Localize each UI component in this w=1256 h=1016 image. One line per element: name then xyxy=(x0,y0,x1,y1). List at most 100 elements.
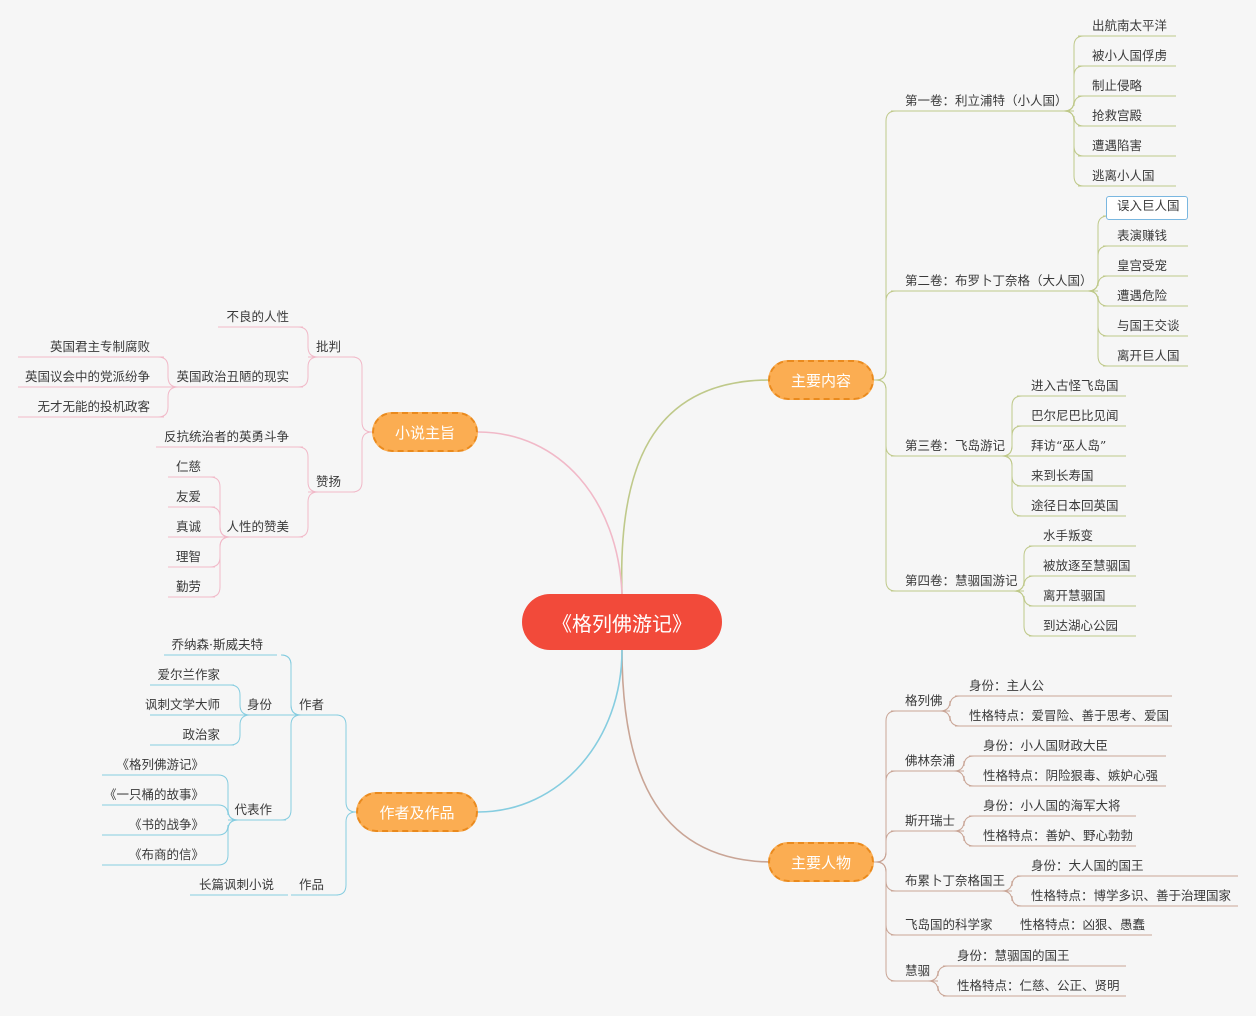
branch-curve xyxy=(872,861,897,892)
volume-2-item[interactable]: 与国王交谈 xyxy=(1117,318,1180,333)
branch-curve xyxy=(209,536,231,598)
volume-1-item[interactable]: 抢救宫殿 xyxy=(1092,108,1143,123)
character-detail[interactable]: 身份：小人国的海军大将 xyxy=(983,798,1121,813)
author-label[interactable]: 作者 xyxy=(298,697,324,712)
character-detail[interactable]: 性格特点：阴险狠毒、嫉妒心强 xyxy=(983,768,1159,783)
theme-item[interactable]: 友爱 xyxy=(175,489,201,504)
branch-curve xyxy=(1013,590,1035,637)
volume-4-item[interactable]: 离开慧骃国 xyxy=(1043,588,1106,603)
branch-novel-theme[interactable]: 小说主旨 xyxy=(372,412,478,452)
character-detail[interactable]: 身份：主人公 xyxy=(969,678,1045,693)
volume-2-item[interactable]: 误入巨人国 xyxy=(1117,198,1180,213)
volume-2-item[interactable]: 皇宫受宠 xyxy=(1117,258,1168,273)
theme-subtopic[interactable]: 人性的赞美 xyxy=(226,519,289,534)
branch-curve xyxy=(297,491,319,538)
branch-curve xyxy=(351,356,374,433)
volume-4-item[interactable]: 水手叛变 xyxy=(1043,528,1094,543)
branch-curve xyxy=(335,714,358,813)
author-name[interactable]: 乔纳森·斯威夫特 xyxy=(171,637,263,652)
curve-theme xyxy=(477,431,623,595)
curve-characters xyxy=(621,649,771,863)
branch-curve xyxy=(872,861,897,982)
root-topic[interactable]: 《格列佛游记》 xyxy=(522,594,722,650)
theme-item[interactable]: 英国议会中的党派纷争 xyxy=(24,369,150,384)
branch-author-works[interactable]: 作者及作品 xyxy=(356,792,478,832)
works-item[interactable]: 长篇讽刺小说 xyxy=(198,877,274,892)
volume-3-item[interactable]: 进入古怪飞岛国 xyxy=(1031,378,1119,393)
identity-item[interactable]: 讽刺文学大师 xyxy=(144,697,220,712)
representative-work[interactable]: 《一只桶的故事》 xyxy=(103,787,204,802)
volume-1-item[interactable]: 制止侵略 xyxy=(1092,78,1143,93)
volume-3-label[interactable]: 第三卷：飞岛游记 xyxy=(905,438,1006,453)
branch-curve xyxy=(953,770,975,787)
identity-item[interactable]: 爱尔兰作家 xyxy=(157,667,220,682)
curve-content xyxy=(620,379,771,595)
works-label[interactable]: 作品 xyxy=(298,877,324,892)
character-name[interactable]: 格列佛 xyxy=(905,693,943,708)
character-name[interactable]: 佛林奈浦 xyxy=(905,753,956,768)
character-detail[interactable]: 身份：小人国财政大臣 xyxy=(983,738,1109,753)
volume-2-item[interactable]: 遭遇危险 xyxy=(1117,288,1168,303)
branch-curve xyxy=(872,110,897,381)
branch-curve xyxy=(1001,455,1023,517)
theme-item[interactable]: 勤劳 xyxy=(175,579,201,594)
theme-item[interactable]: 无才无能的投机政客 xyxy=(37,399,150,414)
branch-curve xyxy=(280,714,302,821)
character-name[interactable]: 飞岛国的科学家 xyxy=(905,917,993,932)
volume-4-item[interactable]: 被放逐至慧骃国 xyxy=(1043,558,1131,573)
volume-1-item[interactable]: 被小人国俘虏 xyxy=(1092,48,1168,63)
character-detail[interactable]: 性格特点：善妒、野心勃勃 xyxy=(983,828,1134,843)
volume-2-label[interactable]: 第二卷：布罗卜丁奈格（大人国） xyxy=(905,273,1093,288)
branch-curve xyxy=(157,386,179,418)
volume-3-item[interactable]: 来到长寿国 xyxy=(1031,468,1094,483)
theme-item[interactable]: 真诚 xyxy=(175,519,201,534)
volume-4-label[interactable]: 第四卷：慧骃国游记 xyxy=(905,573,1018,588)
branch-curve xyxy=(872,379,897,457)
volume-3-item[interactable]: 途径日本回英国 xyxy=(1031,498,1119,513)
character-detail[interactable]: 身份：慧骃国的国王 xyxy=(957,948,1070,963)
volume-1-item[interactable]: 出航南太平洋 xyxy=(1092,18,1168,33)
theme-item[interactable]: 理智 xyxy=(175,549,201,564)
branch-curve xyxy=(927,965,949,982)
theme-praise-label[interactable]: 赞扬 xyxy=(315,474,341,489)
theme-criticize-label[interactable]: 批判 xyxy=(315,339,341,354)
branch-curve xyxy=(953,830,975,847)
branch-curve xyxy=(297,356,319,388)
representative-work[interactable]: 《布商的信》 xyxy=(128,847,204,862)
representative-work[interactable]: 《书的战争》 xyxy=(128,817,204,832)
volume-1-label[interactable]: 第一卷：利立浦特（小人国） xyxy=(905,93,1068,108)
branch-main-characters[interactable]: 主要人物 xyxy=(768,842,874,882)
theme-item[interactable]: 仁慈 xyxy=(175,459,201,474)
character-detail[interactable]: 身份：大人国的国王 xyxy=(1031,858,1144,873)
theme-subtopic[interactable]: 英国政治丑陋的现实 xyxy=(176,369,289,384)
volume-4-item[interactable]: 到达湖心公园 xyxy=(1043,618,1119,633)
volume-1-item[interactable]: 逃离小人国 xyxy=(1092,168,1155,183)
volume-3-item[interactable]: 巴尔尼巴比见闻 xyxy=(1031,408,1119,423)
theme-item[interactable]: 反抗统治者的英勇斗争 xyxy=(163,429,289,444)
branch-curve xyxy=(939,695,961,712)
character-detail[interactable]: 性格特点：仁慈、公正、贤明 xyxy=(957,978,1120,993)
branch-curve xyxy=(1001,890,1023,907)
volume-2-item[interactable]: 离开巨人国 xyxy=(1117,348,1180,363)
volume-3-item[interactable]: 拜访“巫人岛” xyxy=(1031,438,1107,453)
branch-curve xyxy=(927,980,949,997)
theme-item[interactable]: 英国君主专制腐败 xyxy=(49,339,150,354)
theme-item[interactable]: 不良的人性 xyxy=(226,309,289,324)
representative-work[interactable]: 《格列佛游记》 xyxy=(116,757,204,772)
character-detail[interactable]: 性格特点：博学多识、善于治理国家 xyxy=(1031,888,1232,903)
volume-1-item[interactable]: 遭遇陷害 xyxy=(1092,138,1143,153)
representative-works-label[interactable]: 代表作 xyxy=(234,802,272,817)
character-name[interactable]: 斯开瑞士 xyxy=(905,813,956,828)
branch-curve xyxy=(335,811,358,896)
volume-2-item[interactable]: 表演赚钱 xyxy=(1117,228,1168,243)
identity-label[interactable]: 身份 xyxy=(246,697,272,712)
curve-author xyxy=(477,649,623,813)
character-detail[interactable]: 性格特点：爱冒险、善于思考、爱国 xyxy=(969,708,1170,723)
character-detail[interactable]: 性格特点：凶狠、愚蠢 xyxy=(1020,917,1146,932)
selected-topic-frame[interactable] xyxy=(1106,196,1188,220)
branch-main-content[interactable]: 主要内容 xyxy=(768,360,874,400)
character-name[interactable]: 慧骃 xyxy=(905,963,931,978)
character-name[interactable]: 布累卜丁奈格国王 xyxy=(905,873,1006,888)
identity-item[interactable]: 政治家 xyxy=(182,727,220,742)
